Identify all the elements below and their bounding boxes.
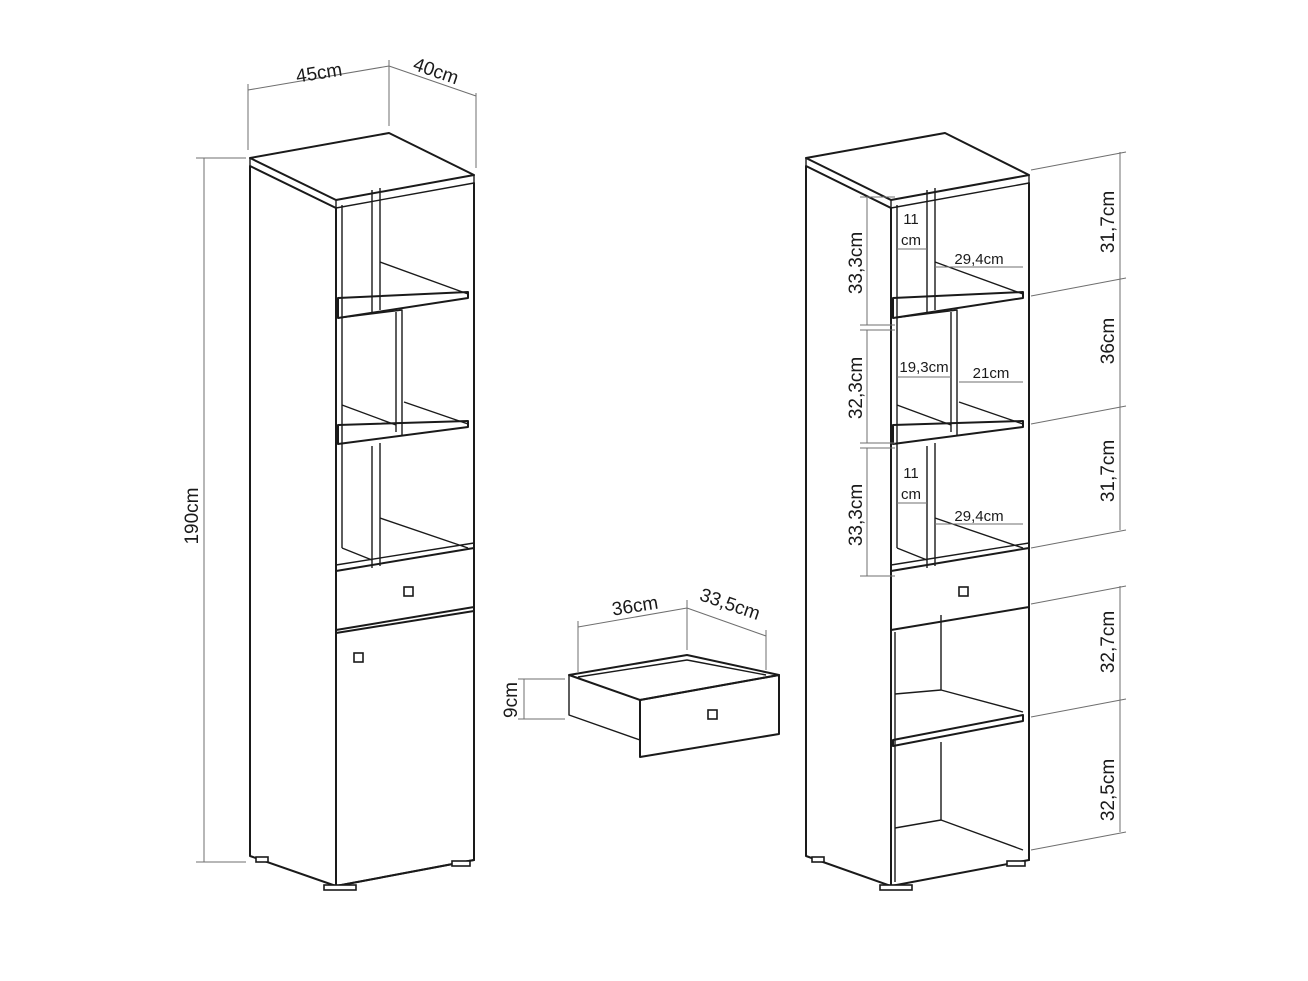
right-niche-3 <box>896 443 1024 568</box>
right-niche-2 <box>892 309 1024 445</box>
top-wide-width-label: 29,4cm <box>954 251 1003 268</box>
right-height-label-5: 32,5cm <box>1098 759 1119 821</box>
left-width-label: 45cm <box>295 60 344 88</box>
top-narrow-width-label-line1: 11 <box>903 211 919 228</box>
foot-icon <box>323 884 357 891</box>
drawer-illustration: 36cm 33,5cm 9cm <box>501 585 780 758</box>
drawer-width-label: 36cm <box>611 593 660 621</box>
right-height-label-4: 32,7cm <box>1098 611 1119 673</box>
right-inner-height-label-1: 33,3cm <box>846 232 867 294</box>
left-niche-2 <box>337 309 469 445</box>
drawer-knob-icon <box>958 586 969 597</box>
drawer-height-label: 9cm <box>501 682 522 718</box>
door-knob-icon <box>353 652 364 663</box>
drawer-depth-label: 33,5cm <box>697 585 763 625</box>
left-cabinet <box>249 132 475 891</box>
right-height-label-3: 31,7cm <box>1098 440 1119 502</box>
right-cabinet <box>805 132 1030 891</box>
drawer-knob-icon <box>403 586 414 597</box>
bottom-wide-width-label: 29,4cm <box>954 508 1003 525</box>
right-lower-shelves <box>892 615 1024 882</box>
left-cabinet-side-panel <box>249 165 337 887</box>
right-cabinet-top <box>805 132 1030 201</box>
right-drawer-front <box>890 547 1030 631</box>
bottom-narrow-width-label-line2: cm <box>901 486 921 503</box>
foot-icon <box>1006 860 1026 867</box>
right-cabinet-outer-dimensions: 31,7cm 36cm 31,7cm 32,7cm 32,5cm <box>1030 151 1127 851</box>
left-niche-3 <box>341 443 469 568</box>
left-depth-label: 40cm <box>410 54 461 89</box>
right-height-label-1: 31,7cm <box>1098 191 1119 253</box>
foot-icon <box>451 860 471 867</box>
right-height-label-2: 36cm <box>1098 318 1119 364</box>
left-cabinet-door <box>335 610 475 887</box>
right-inner-height-label-3: 33,3cm <box>846 484 867 546</box>
middle-left-width-label: 19,3cm <box>899 359 948 376</box>
middle-right-width-label: 21cm <box>973 365 1010 382</box>
foot-icon <box>879 884 913 891</box>
left-cabinet-dimensions: 45cm 40cm 190cm <box>182 54 477 863</box>
right-inner-height-label-2: 32,3cm <box>846 357 867 419</box>
foot-icon <box>255 856 269 863</box>
right-niche-1 <box>892 188 1024 319</box>
left-cabinet-top <box>249 132 475 201</box>
drawer-front-panel <box>639 674 780 758</box>
left-height-label: 190cm <box>182 487 203 544</box>
top-narrow-width-label-line2: cm <box>901 232 921 249</box>
right-cabinet-inner-height-dimensions: 33,3cm 32,3cm 33,3cm <box>846 196 895 577</box>
left-niche-1 <box>337 188 469 319</box>
right-cabinet-inner-width-dimensions: 11 cm 29,4cm 19,3cm 21cm 11 cm 29,4cm <box>897 211 1023 525</box>
left-drawer-front <box>335 547 475 631</box>
bottom-narrow-width-label-line1: 11 <box>903 465 919 482</box>
drawer-knob-icon <box>707 709 718 720</box>
foot-icon <box>811 856 825 863</box>
